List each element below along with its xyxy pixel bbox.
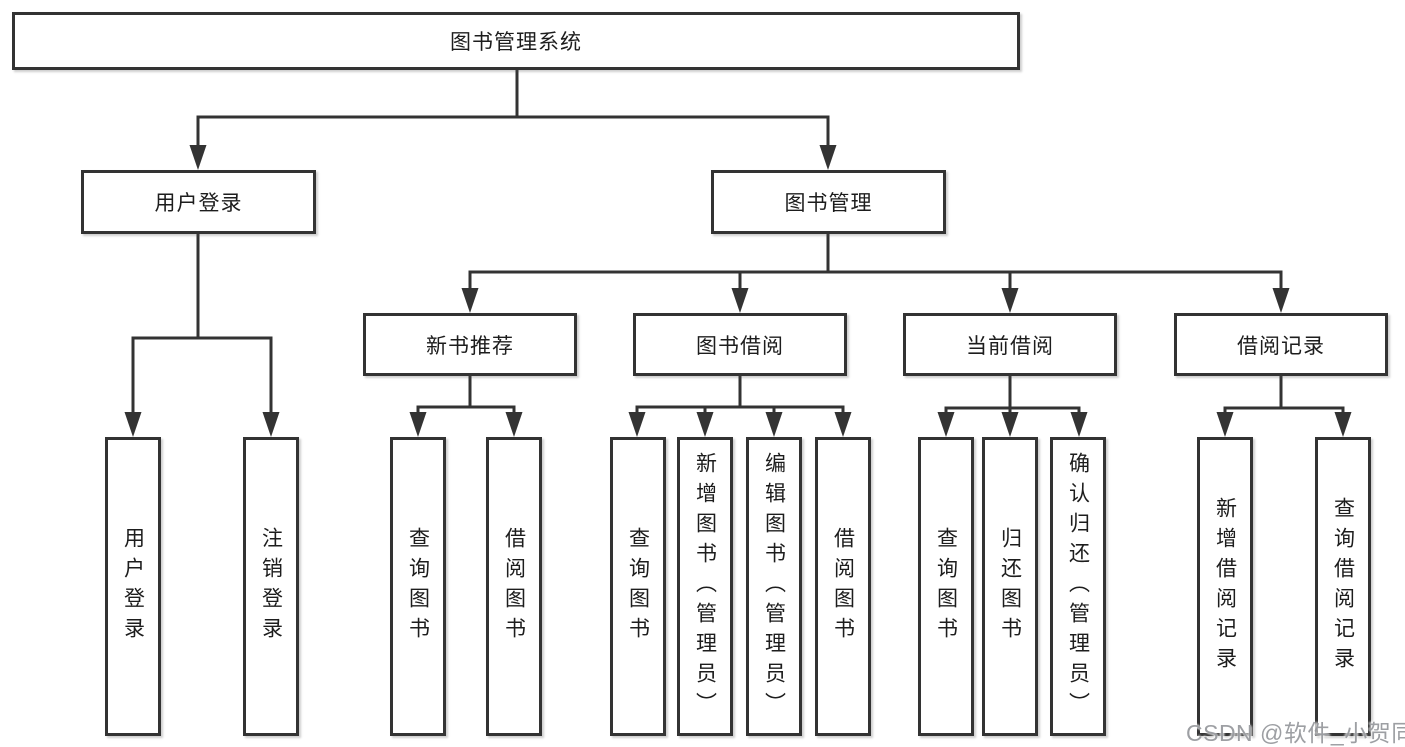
node-label: 新增图书（管理员） (693, 451, 717, 722)
node-label: 图书管理系统 (450, 31, 582, 54)
node-leaf-borrow-books: 借阅图书 (815, 437, 871, 736)
node-branch-user-login: 用户登录 (81, 170, 316, 234)
node-leaf-user-login: 用户登录 (105, 437, 161, 736)
node-leaf-edit-books-admin: 编辑图书（管理员） (746, 437, 802, 736)
watermark: CSDN @软件_小贺同学 (1186, 720, 1405, 746)
node-leaf-return-books: 归还图书 (982, 437, 1038, 736)
node-label: 借阅图书 (831, 526, 855, 647)
node-leaf-search-books-borrow: 查询图书 (610, 437, 666, 736)
node-leaf-add-borrow-record: 新增借阅记录 (1197, 437, 1253, 736)
node-leaf-logout: 注销登录 (243, 437, 299, 736)
node-label: 用户登录 (154, 192, 243, 215)
node-root-system: 图书管理系统 (12, 12, 1020, 70)
node-label: 用户登录 (121, 526, 145, 647)
node-label: 确认归还（管理员） (1066, 451, 1090, 722)
node-module-book-borrow: 图书借阅 (633, 313, 847, 376)
node-label: 借阅图书 (502, 526, 526, 647)
node-label: 编辑图书（管理员） (762, 451, 786, 722)
node-module-current-borrow: 当前借阅 (903, 313, 1117, 376)
node-label: 当前借阅 (966, 334, 1054, 358)
node-leaf-search-books-current: 查询图书 (918, 437, 974, 736)
node-label: 查询借阅记录 (1331, 496, 1355, 677)
node-leaf-add-books-admin: 新增图书（管理员） (677, 437, 733, 736)
node-branch-book-management: 图书管理 (711, 170, 946, 234)
node-label: 新书推荐 (426, 334, 514, 358)
node-module-new-book-recommend: 新书推荐 (363, 313, 577, 376)
node-label: 查询图书 (934, 526, 958, 647)
arrowhead-icons (124, 145, 1352, 437)
node-leaf-confirm-return-admin: 确认归还（管理员） (1050, 437, 1106, 736)
node-module-borrow-record: 借阅记录 (1174, 313, 1388, 376)
node-label: 查询图书 (406, 526, 430, 647)
node-leaf-search-borrow-record: 查询借阅记录 (1315, 437, 1371, 736)
node-label: 注销登录 (259, 526, 283, 647)
node-leaf-borrow-books-recommend: 借阅图书 (486, 437, 542, 736)
node-label: 新增借阅记录 (1213, 496, 1237, 677)
node-label: 图书借阅 (696, 334, 784, 358)
node-label: 图书管理 (784, 192, 873, 215)
node-label: 归还图书 (998, 526, 1022, 647)
node-leaf-search-books-recommend: 查询图书 (390, 437, 446, 736)
node-label: 借阅记录 (1237, 334, 1325, 358)
node-label: 查询图书 (626, 526, 650, 647)
